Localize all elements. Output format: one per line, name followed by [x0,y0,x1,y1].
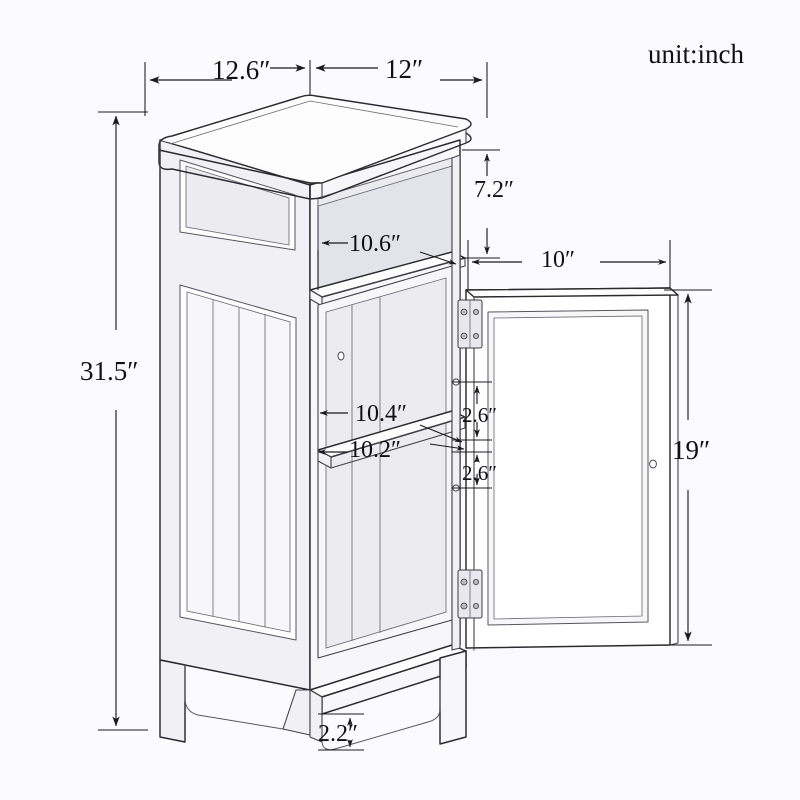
dim-inner-shelf-width: 10.2″ [349,437,401,463]
dim-top-left-depth: 12.6″ [212,55,271,85]
dim-shelf-pin-above: 2.6″ [462,403,497,427]
dim-door-height: 19″ [672,435,711,465]
dim-shelf-pin-below: 2.6″ [462,461,497,485]
dim-open-shelf-width: 10.6″ [349,231,401,257]
dim-overall-height: 31.5″ [80,356,139,386]
cabinet-body [158,94,472,751]
cabinet-door-open [457,287,679,651]
dim-open-shelf-height: 7.2″ [474,177,514,203]
dim-inner-shelf-depth: 10.4″ [355,401,407,427]
dimension-lines [98,60,712,751]
unit-note: unit:inch [648,39,744,69]
dim-leg-clearance: 2.2″ [318,721,358,747]
dim-door-width: 10″ [541,247,575,273]
dim-top-right-width: 12″ [385,54,424,84]
